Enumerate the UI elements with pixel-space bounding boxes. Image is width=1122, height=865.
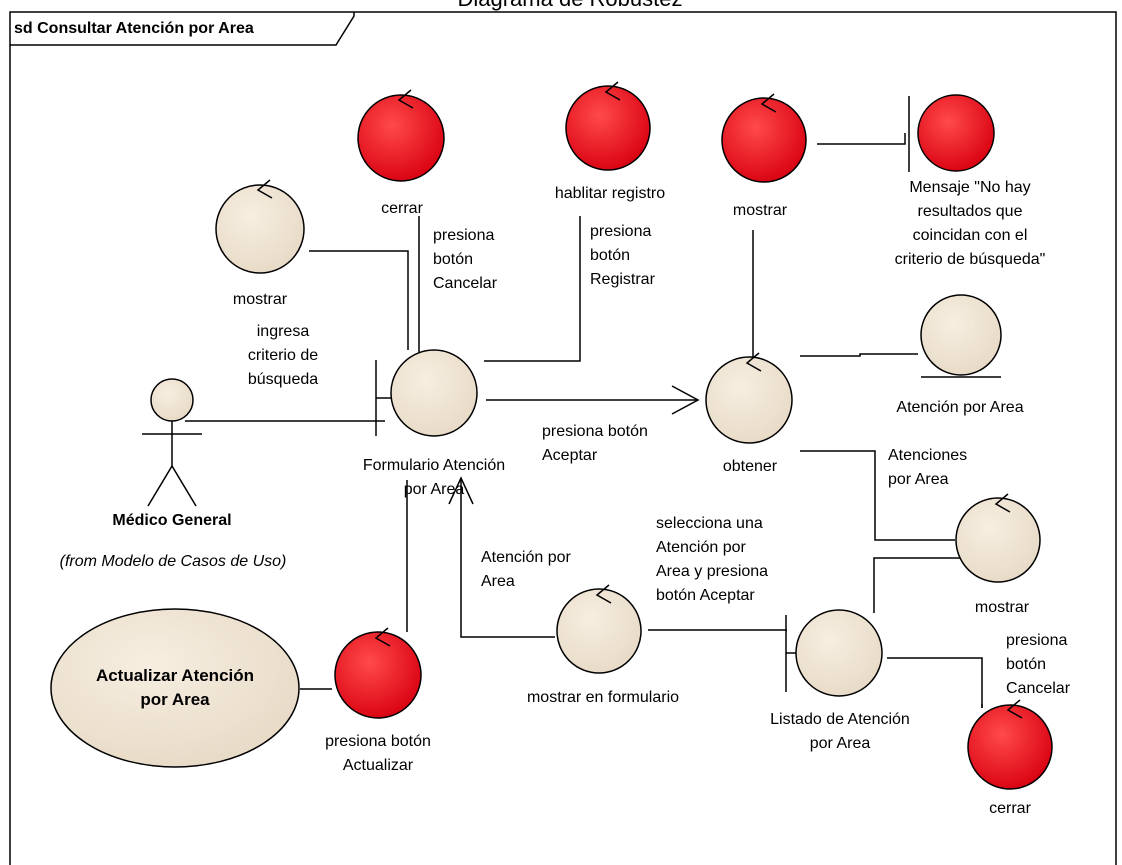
control-mostrar-right — [955, 493, 1041, 583]
label-listado: Listado de Atención por Area — [770, 711, 910, 752]
line-aceptar-arrow — [671, 385, 700, 415]
edge-label-atencion-area: Atención por Area — [481, 549, 571, 590]
label-formulario: Formulario Atención por Area — [362, 457, 506, 498]
control-hablitar-registro — [565, 81, 651, 171]
boundary-listado — [785, 609, 883, 697]
edge-label-cancelar-top: presiona botón Cancelar — [433, 227, 498, 292]
control-obtener — [705, 352, 793, 444]
label-mostrar-right: mostrar — [974, 599, 1030, 616]
line-registrar — [484, 216, 581, 362]
label-presiona-actualizar: presiona botón Actualizar — [325, 733, 431, 774]
control-cerrar-bottom — [967, 699, 1053, 790]
edge-label-selecciona: selecciona una Atención por Area y presi… — [656, 515, 769, 604]
line-listado-mostrar-right — [873, 557, 963, 613]
label-cerrar-top: cerrar — [381, 200, 423, 217]
control-cerrar-top — [357, 89, 445, 182]
edge-label-aceptar: presiona botón Aceptar — [542, 423, 648, 464]
line-mostrar-mensaje — [817, 133, 906, 145]
edge-label-registrar: presiona botón Registrar — [590, 223, 655, 288]
control-presiona-actualizar — [334, 627, 422, 719]
page-title: Diagrama de Robustez — [420, 0, 720, 12]
control-mostrar-left — [215, 179, 305, 274]
line-listado-cerrar — [887, 657, 983, 708]
edge-label-ingresa: ingresa criterio de búsqueda — [247, 323, 319, 388]
boundary-formulario — [375, 349, 478, 437]
control-mostrar-top — [721, 93, 807, 183]
edge-label-atenciones: Atenciones por Area — [888, 447, 968, 488]
line-obtener-atenciones — [800, 450, 955, 541]
label-entity: Atención por Area — [896, 399, 1024, 416]
label-mostrar-top: mostrar — [732, 202, 788, 219]
entity-atencion-por-area — [920, 294, 1002, 378]
label-usecase: Actualizar Atención por Area — [95, 666, 255, 709]
boundary-mensaje — [908, 94, 995, 172]
diagram-frame — [9, 11, 1117, 865]
line-listado-back-form — [460, 478, 555, 638]
label-obtener: obtener — [722, 458, 778, 475]
control-mostrar-en-formulario — [556, 584, 642, 674]
line-obtener-entity — [800, 353, 918, 357]
line-arrow-up — [448, 476, 474, 505]
label-mostrar-left: mostrar — [232, 291, 288, 308]
label-mensaje: Mensaje "No hay resultados que coincidan… — [894, 179, 1046, 268]
line-mostrar-left — [309, 250, 409, 350]
frame-title: sd Consultar Atención por Area — [14, 20, 254, 37]
label-hablitar-registro: hablitar registro — [554, 185, 666, 202]
actor-name: Médico General — [112, 512, 232, 529]
actor-stick-figure — [142, 378, 202, 507]
actor-from: (from Modelo de Casos de Uso) — [59, 553, 287, 570]
label-mostrar-en-formulario: mostrar en formulario — [526, 689, 680, 706]
usecase-ellipse — [50, 608, 300, 768]
label-cerrar-bottom: cerrar — [989, 800, 1031, 817]
edge-label-cancelar-bottom: presiona botón Cancelar — [1006, 632, 1071, 697]
frame-title-tab — [10, 12, 355, 46]
connection-lines — [185, 133, 983, 708]
